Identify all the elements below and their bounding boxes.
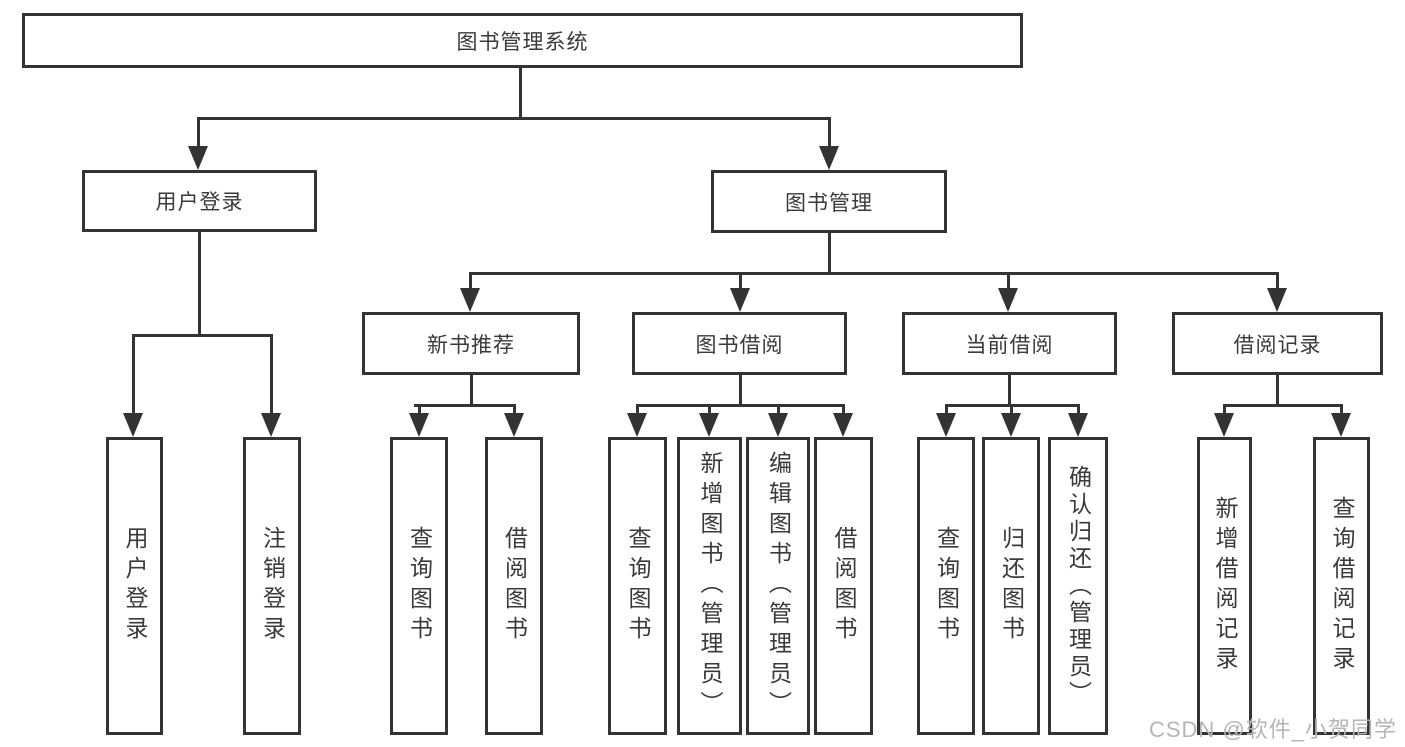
arrow-down-icon [833, 413, 853, 437]
node-label: 图书管理 [785, 191, 873, 215]
leaf-search-borrow-record: 查询借阅记录 [1313, 437, 1370, 735]
leaf-search-books-current: 查询图书 [917, 437, 975, 735]
arrow-down-icon [936, 413, 956, 437]
connector-line [198, 232, 201, 336]
node-label: 图书借阅 [695, 333, 784, 357]
connector-line [828, 233, 831, 275]
csdn-watermark: CSDN @软件_小贺同学 [1148, 717, 1397, 742]
connector-line [1077, 404, 1080, 416]
connector-line [414, 404, 516, 407]
leaf-borrow-books-recommend: 借阅图书 [485, 437, 543, 735]
node-label: 用户登录 [155, 191, 244, 214]
leaf-confirm-return-admin: 确认归还（管理员） [1048, 437, 1108, 735]
node-current-borrow: 当前借阅 [902, 312, 1117, 375]
leaf-edit-book-admin: 编辑图书（管理员） [746, 437, 810, 735]
connector-line [1223, 404, 1343, 407]
leaf-search-books-borrow: 查询图书 [608, 437, 667, 735]
connector-line [1276, 272, 1279, 292]
arrow-down-icon [504, 413, 524, 437]
connector-line [519, 66, 522, 118]
arrow-down-icon [819, 146, 839, 170]
connector-line [739, 272, 742, 292]
connector-line [469, 272, 472, 292]
arrow-down-icon [768, 413, 788, 437]
arrow-down-icon [1214, 413, 1234, 437]
connector-line [828, 117, 831, 149]
node-label: 新书推荐 [427, 333, 515, 357]
node-label: 借阅图书 [831, 526, 857, 646]
connector-line [1223, 404, 1226, 416]
arrow-down-icon [1001, 413, 1021, 437]
node-label: 查询图书 [933, 526, 960, 646]
leaf-add-book-admin: 新增图书（管理员） [677, 437, 742, 735]
connector-line [513, 404, 516, 416]
node-book-management: 图书管理 [711, 170, 947, 233]
connector-line [469, 272, 1279, 275]
node-user-login: 用户登录 [82, 170, 317, 232]
arrow-down-icon [998, 288, 1018, 312]
connector-line [636, 404, 844, 407]
node-label: 借阅记录 [1233, 333, 1322, 357]
connector-line [708, 404, 711, 416]
node-label: 借阅图书 [501, 526, 528, 646]
connector-line [132, 334, 273, 337]
arrow-down-icon [699, 413, 719, 437]
node-borrow-records: 借阅记录 [1172, 312, 1383, 375]
node-label: 用户登录 [122, 526, 148, 646]
leaf-add-borrow-record: 新增借阅记录 [1197, 437, 1252, 735]
arrow-down-icon [1267, 288, 1287, 312]
connector-line [270, 334, 273, 416]
connector-line [1340, 404, 1343, 416]
arrow-down-icon [409, 413, 429, 437]
leaf-borrow-books: 借阅图书 [814, 437, 873, 735]
connector-line [1010, 404, 1013, 416]
connector-line [1007, 272, 1010, 292]
connector-line [197, 117, 831, 120]
leaf-logout: 注销登录 [243, 437, 301, 735]
arrow-down-icon [1331, 413, 1351, 437]
node-label: 图书管理系统 [456, 30, 589, 54]
node-label: 编辑图书（管理员） [765, 451, 792, 721]
node-label: 确认归还（管理员） [1065, 464, 1092, 708]
connector-line [777, 404, 780, 416]
arrow-down-icon [627, 413, 647, 437]
connector-line [842, 404, 845, 416]
arrow-down-icon [261, 413, 281, 437]
connector-line [1276, 375, 1279, 406]
node-label: 查询图书 [406, 526, 433, 646]
node-label: 注销登录 [259, 526, 286, 646]
node-label: 当前借阅 [965, 333, 1054, 357]
node-new-book-recommend: 新书推荐 [362, 312, 580, 375]
leaf-user-login: 用户登录 [106, 437, 163, 735]
arrow-down-icon [123, 413, 143, 437]
node-label: 归还图书 [998, 526, 1025, 646]
arrow-down-icon [1068, 413, 1088, 437]
node-label: 新增图书（管理员） [697, 451, 723, 721]
leaf-return-books: 归还图书 [982, 437, 1040, 735]
connector-line [945, 404, 948, 416]
connector-line [739, 375, 742, 406]
arrow-down-icon [730, 288, 750, 312]
arrow-down-icon [188, 146, 208, 170]
node-label: 查询图书 [625, 526, 651, 646]
node-label: 查询借阅记录 [1329, 496, 1355, 676]
leaf-search-books-recommend: 查询图书 [390, 437, 448, 735]
connector-line [197, 117, 200, 149]
arrow-down-icon [460, 288, 480, 312]
connector-line [1008, 375, 1011, 406]
node-library-system: 图书管理系统 [22, 13, 1023, 68]
node-label: 新增借阅记录 [1212, 496, 1238, 676]
connector-line [418, 404, 421, 416]
node-book-borrow: 图书借阅 [632, 312, 847, 375]
connector-line [470, 375, 473, 406]
connector-line [636, 404, 639, 416]
connector-line [132, 334, 135, 416]
